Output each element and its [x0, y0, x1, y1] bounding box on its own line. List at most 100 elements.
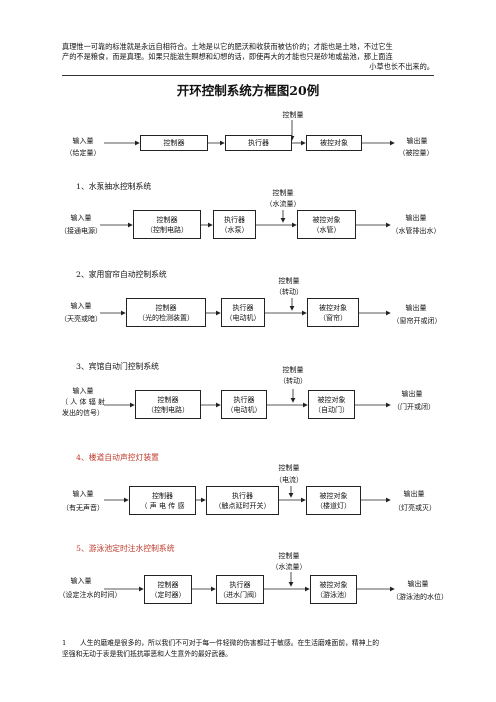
ex5-actuator-label: 执行器	[229, 580, 251, 589]
ex1-output-sub: （水管排出水）	[391, 227, 441, 235]
ex4-actuator-label: 执行器	[232, 491, 253, 500]
ex1-actuator-box: 执行器 （水泵）	[213, 210, 256, 239]
ex2-input-label: 输入量	[70, 302, 92, 310]
footer-number: 1	[62, 639, 67, 647]
ex3-actuator-sub: （电动机）	[226, 405, 262, 414]
ex3-plant-label: 被控对象	[317, 395, 346, 404]
ex1-output-label: 输出量	[405, 214, 427, 222]
generic-plant-box: 被控对象	[306, 135, 362, 151]
generic-controller-label: 控制器	[163, 139, 185, 147]
ex1-plant-label: 被控对象	[312, 215, 341, 224]
ex4-actuator-sub: （触点延时开关）	[214, 501, 271, 510]
ex3-controller-box: 控制器 （控制电路）	[135, 390, 201, 419]
generic-control-label: 控制量	[282, 111, 304, 119]
generic-output-label: 输出量	[406, 137, 428, 145]
ex4-plant-box: 被控对象 （楼道灯）	[306, 486, 361, 515]
ex1-input-label: 输入量	[70, 214, 92, 222]
ex1-actuator-label: 执行器	[224, 215, 245, 224]
ex1-plant-box: 被控对象 （水管）	[297, 210, 356, 239]
ex4-controller-label: 控制器	[152, 491, 173, 500]
ex2-control-sub: （转动）	[275, 288, 303, 296]
ex5-plant-box: 被控对象 （游泳池）	[310, 575, 357, 604]
header-line-2: 产的不是粮食，而是真理。如果只能滋生瞑想和幻想的话，即使再大的才能也只是砂地或盐…	[62, 52, 393, 61]
header-rule	[62, 75, 434, 76]
ex4-output-sub: （灯亮或灭）	[394, 504, 436, 512]
ex4-output-label: 输出量	[403, 490, 425, 498]
ex4-control-sub: （电流）	[275, 476, 303, 484]
generic-input-label: 输入量	[72, 137, 94, 145]
ex2-plant-label: 被控对象	[319, 303, 347, 312]
ex4-input-sub: （有无声音）	[62, 504, 104, 512]
ex3-controller-label: 控制器	[157, 395, 179, 404]
page-title: 开环控制系统方框图20例	[176, 83, 320, 98]
ex2-controller-box: 控制器 （光的检测装置）	[126, 298, 206, 327]
ex4-plant-label: 被控对象	[319, 491, 348, 500]
ex5-controller-label: 控制器	[157, 580, 179, 589]
ex2-output-label: 输出量	[405, 304, 427, 312]
ex2-actuator-label: 执行器	[232, 303, 254, 312]
ex2-input-sub: （天亮或暗）	[60, 315, 102, 323]
header-line-3: 小草也长不出来的。	[369, 62, 434, 71]
ex3-output-sub: （门开或闭）	[393, 403, 435, 411]
ex1-controller-box: 控制器 （控制电路）	[133, 210, 201, 239]
ex2-output-sub: （窗帘开或闭）	[392, 317, 442, 325]
ex2-actuator-sub: （电动机）	[225, 313, 261, 322]
ex3-plant-box: 被控对象 （自动门）	[308, 390, 355, 419]
generic-actuator-box: 执行器	[225, 135, 292, 151]
ex3-controller-sub: （控制电路）	[147, 405, 189, 414]
ex3-actuator-label: 执行器	[233, 395, 255, 404]
ex4-controller-sub: （ 声 电 传 感	[140, 501, 185, 510]
generic-input-sub: （给定量）	[65, 149, 101, 157]
ex3-input-label: 输入量	[72, 387, 94, 395]
ex4-controller-box: 控制器 （ 声 电 传 感	[129, 486, 196, 515]
ex5-actuator-sub: （进水门阀）	[219, 590, 261, 599]
ex2-plant-box: 被控对象 （窗帘）	[307, 298, 359, 327]
ex1-controller-sub: （控制电路）	[146, 225, 188, 234]
header-line-1: 真理惟一可靠的标准就是永远自相符合。土地是以它的肥沃和收获而被估价的；才能也是土…	[62, 42, 393, 51]
generic-actuator-label: 执行器	[248, 139, 269, 147]
ex2-plant-sub: （窗帘）	[319, 313, 347, 322]
ex3-input-sub: （ 人 体 辐 射	[61, 398, 105, 406]
ex5-plant-label: 被控对象	[319, 580, 348, 589]
generic-plant-label: 被控对象	[320, 139, 348, 147]
section-heading-4: 4、楼道自动声控灯装置	[76, 453, 159, 462]
ex5-control-sub: （水流量）	[271, 563, 307, 571]
header-quote: 真理惟一可靠的标准就是永远自相符合。土地是以它的肥沃和收获而被估价的；才能也是土…	[62, 42, 434, 72]
ex5-plant-sub: （游泳池）	[316, 590, 351, 599]
ex1-control-sub: （水流量）	[265, 200, 301, 208]
section-heading-3: 3、宾馆自动门控制系统	[76, 362, 159, 371]
ex1-controller-label: 控制器	[156, 215, 178, 224]
footer-line-1: 人生的磨难是很多的，所以我们不可对于每一件轻微的伤害都过于敏感。在生活磨难面前，…	[80, 639, 380, 647]
ex4-plant-sub: （楼道灯）	[316, 501, 351, 510]
ex5-control-label: 控制量	[278, 552, 300, 560]
ex3-actuator-box: 执行器 （电动机）	[221, 390, 267, 419]
ex1-plant-sub: （水管）	[312, 225, 341, 234]
ex5-input-sub: （设定注水的时间）	[58, 591, 122, 599]
ex2-actuator-box: 执行器 （电动机）	[221, 298, 265, 327]
ex4-control-label: 控制量	[278, 464, 300, 472]
ex1-input-sub: （接通电源）	[60, 227, 102, 235]
ex4-actuator-box: 执行器 （触点延时开关）	[206, 486, 279, 515]
ex5-output-sub: （游泳池的水位）	[392, 593, 448, 601]
ex3-control-sub: （转动）	[279, 377, 307, 385]
section-heading-2: 2、家用窗帘自动控制系统	[76, 270, 167, 279]
ex1-control-label: 控制量	[272, 189, 294, 197]
generic-controller-box: 控制器	[140, 135, 208, 151]
ex2-controller-label: 控制器	[155, 303, 177, 312]
ex3-plant-sub: （自动门）	[314, 405, 349, 414]
ex5-output-label: 输出量	[407, 580, 429, 588]
ex5-actuator-box: 执行器 （进水门阀）	[216, 575, 264, 604]
ex2-controller-sub: （光的检测装置）	[138, 313, 194, 322]
ex3-output-label: 输出量	[401, 390, 423, 398]
ex5-controller-sub: （定时器）	[150, 590, 186, 599]
footer-quote: 1 人生的磨难是很多的，所以我们不可对于每一件轻微的伤害都过于敏感。在生活磨难面前…	[62, 638, 432, 660]
section-heading-1: 1、水泵抽水控制系统	[76, 182, 152, 191]
ex5-input-label: 输入量	[70, 577, 92, 585]
footer-line-2: 坚强和无动于衷是我们抵抗罪恶和人生意外的最好武器。	[62, 650, 232, 658]
ex5-controller-box: 控制器 （定时器）	[144, 575, 192, 604]
ex1-actuator-sub: （水泵）	[220, 225, 249, 234]
section-heading-5: 5、游泳池定时注水控制系统	[76, 544, 175, 553]
ex3-control-label: 控制量	[282, 366, 304, 374]
ex4-input-label: 输入量	[72, 490, 94, 498]
